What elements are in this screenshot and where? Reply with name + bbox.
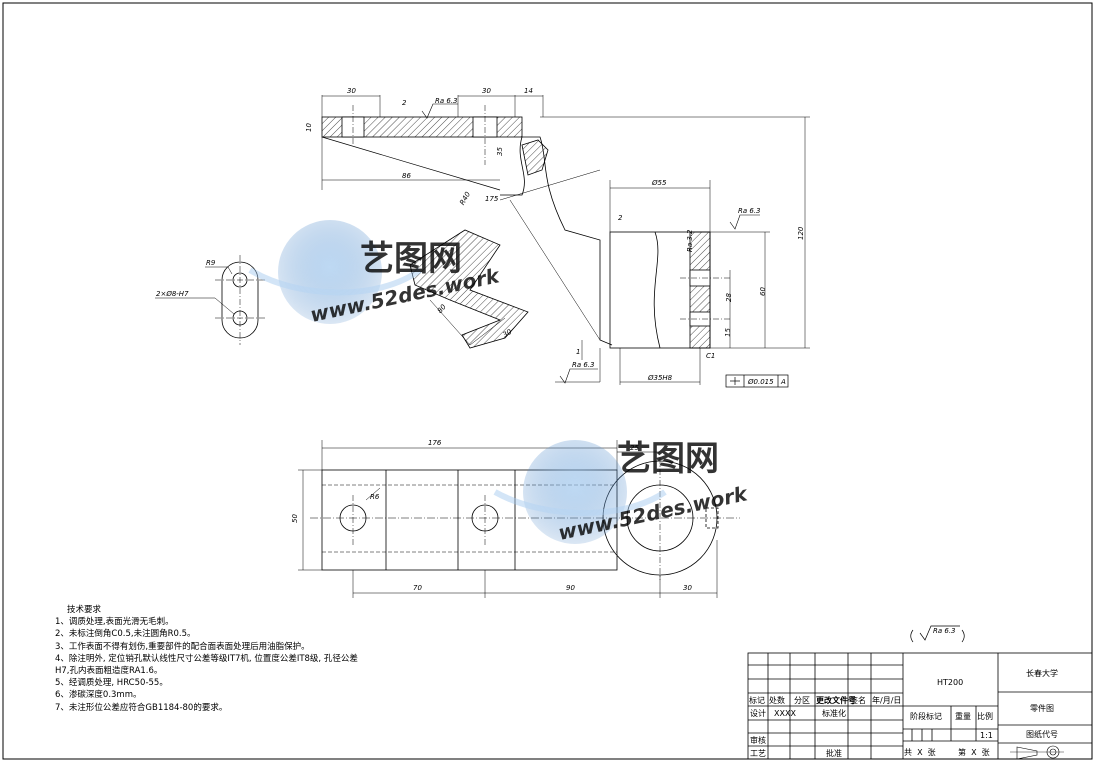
tech-req-item: 6、渗碳深度0.3mm。 bbox=[55, 690, 142, 701]
roughness-symbol-bottom bbox=[559, 368, 598, 384]
tb-col-zone: 分区 bbox=[794, 696, 810, 705]
general-roughness-label: Ra 6.3 bbox=[933, 627, 956, 635]
tb-material: HT200 bbox=[937, 678, 963, 687]
dim-80: 80 bbox=[436, 303, 448, 315]
dim-90: 90 bbox=[566, 584, 575, 592]
gdt-frame bbox=[725, 374, 789, 388]
tb-scale-label: 比例 bbox=[977, 711, 993, 721]
dim-120: 120 bbox=[797, 226, 805, 240]
top-flange-hatch bbox=[321, 116, 523, 138]
tb-row-process: 工艺 bbox=[750, 749, 766, 758]
rib-section bbox=[409, 229, 529, 349]
dim-25: 25 bbox=[630, 444, 639, 452]
tb-row-review: 审核 bbox=[750, 735, 766, 745]
gdt-datum: A bbox=[780, 378, 786, 386]
dim-30-bottom: 30 bbox=[683, 584, 692, 592]
watermark-brand-1: 艺图网 bbox=[360, 239, 462, 279]
tb-row-approve: 批准 bbox=[826, 748, 842, 758]
dim-14: 14 bbox=[524, 87, 533, 95]
general-roughness-symbol bbox=[910, 625, 965, 643]
technical-requirements: 技术要求 1、调质处理,表面光滑无毛刺。 2、未标注倒角C0.5,未注圆角R0.… bbox=[55, 604, 475, 714]
tb-scale: 1:1 bbox=[980, 731, 993, 740]
tb-col-count: 处数 bbox=[769, 695, 785, 705]
dim-60: 60 bbox=[759, 287, 767, 296]
dim-holes: 2×Ø8-H7 bbox=[156, 290, 189, 298]
arm-neck bbox=[500, 136, 613, 346]
dim-2-mid: 2 bbox=[618, 214, 623, 222]
dim-15: 15 bbox=[724, 328, 732, 337]
dim-35: 35 bbox=[496, 147, 504, 156]
watermark-1 bbox=[248, 220, 422, 324]
dim-c1: C1 bbox=[706, 352, 715, 360]
tech-req-item: 1、调质处理,表面光滑无毛刺。 bbox=[55, 617, 174, 628]
tb-stage-mark: 阶段标记 bbox=[910, 711, 942, 721]
roughness-symbol-right bbox=[729, 214, 760, 230]
front-view bbox=[321, 95, 810, 385]
dim-r9: R9 bbox=[206, 259, 216, 267]
dim-r6: R6 bbox=[370, 493, 380, 501]
dim-70: 70 bbox=[413, 584, 422, 592]
tb-organization: 长春大学 bbox=[1026, 668, 1058, 678]
roughness-top-label: Ra 6.3 bbox=[435, 97, 458, 105]
dim-30-left: 30 bbox=[347, 87, 356, 95]
dim-phi55: Ø55 bbox=[651, 179, 667, 187]
tech-req-item: 5、经调质处理, HRC50-55。 bbox=[55, 678, 168, 689]
dim-phi35h8: Ø35H8 bbox=[647, 374, 673, 382]
tech-req-item: 4、除注明外, 定位销孔默认线性尺寸公差等级IT7机, 位置度公差IT8级, 孔… bbox=[55, 653, 358, 664]
dim-175: 175 bbox=[485, 195, 499, 203]
tb-weight: 重量 bbox=[955, 711, 971, 721]
tb-col-signature: 签名 bbox=[850, 695, 866, 705]
dim-28: 28 bbox=[725, 293, 733, 302]
roughness-symbol-top bbox=[421, 103, 458, 119]
dim-86: 86 bbox=[402, 172, 411, 180]
tb-drawing-code-label: 图纸代号 bbox=[1026, 729, 1058, 739]
dim-30-mid: 30 bbox=[482, 87, 491, 95]
tech-req-item: H7,孔内表面粗造度RA1.6。 bbox=[55, 666, 163, 677]
dim-1-small: 1 bbox=[576, 348, 580, 356]
gdt-value: Ø0.015 bbox=[747, 378, 774, 386]
tech-req-item: 2、未标注倒角C0.5,未注圆角R0.5。 bbox=[55, 629, 196, 640]
tb-total-sheets: 共 X 张 bbox=[904, 748, 936, 757]
slot-detail bbox=[155, 255, 265, 345]
dim-ra32: Ra 3.2 bbox=[686, 229, 694, 252]
roughness-right-label: Ra 6.3 bbox=[738, 207, 761, 215]
tb-sheet-no: 第 X 张 bbox=[958, 747, 990, 757]
tb-drawing-name: 零件图 bbox=[1030, 703, 1054, 713]
tb-col-change-doc: 更改文件号 bbox=[816, 695, 856, 705]
watermark-brand-2: 艺图网 bbox=[617, 439, 719, 479]
dim-2-top: 2 bbox=[402, 99, 407, 107]
dim-50: 50 bbox=[291, 514, 299, 523]
dim-30-rib: 30 bbox=[502, 328, 514, 340]
roughness-bottom-label: Ra 6.3 bbox=[572, 361, 595, 369]
dim-176: 176 bbox=[428, 439, 442, 447]
tb-col-mark: 标记 bbox=[749, 695, 765, 705]
dim-10-vert: 10 bbox=[305, 123, 313, 132]
tech-req-title: 技术要求 bbox=[67, 605, 102, 615]
watermark-2 bbox=[493, 440, 667, 544]
title-block bbox=[747, 652, 1093, 760]
tb-row-standardize: 标准化 bbox=[822, 708, 846, 718]
tb-designer: XXXX bbox=[774, 709, 796, 718]
dim-r40: R40 bbox=[458, 190, 472, 206]
tech-req-item: 7、未注形位公差应符合GB1184-80的要求。 bbox=[55, 702, 228, 713]
tb-col-date: 年/月/日 bbox=[872, 695, 901, 705]
tb-row-design: 设计 bbox=[750, 708, 766, 718]
tech-req-item: 3、工作表面不得有划伤,重要部件的配合面表面处理后用油脂保护。 bbox=[55, 641, 310, 652]
